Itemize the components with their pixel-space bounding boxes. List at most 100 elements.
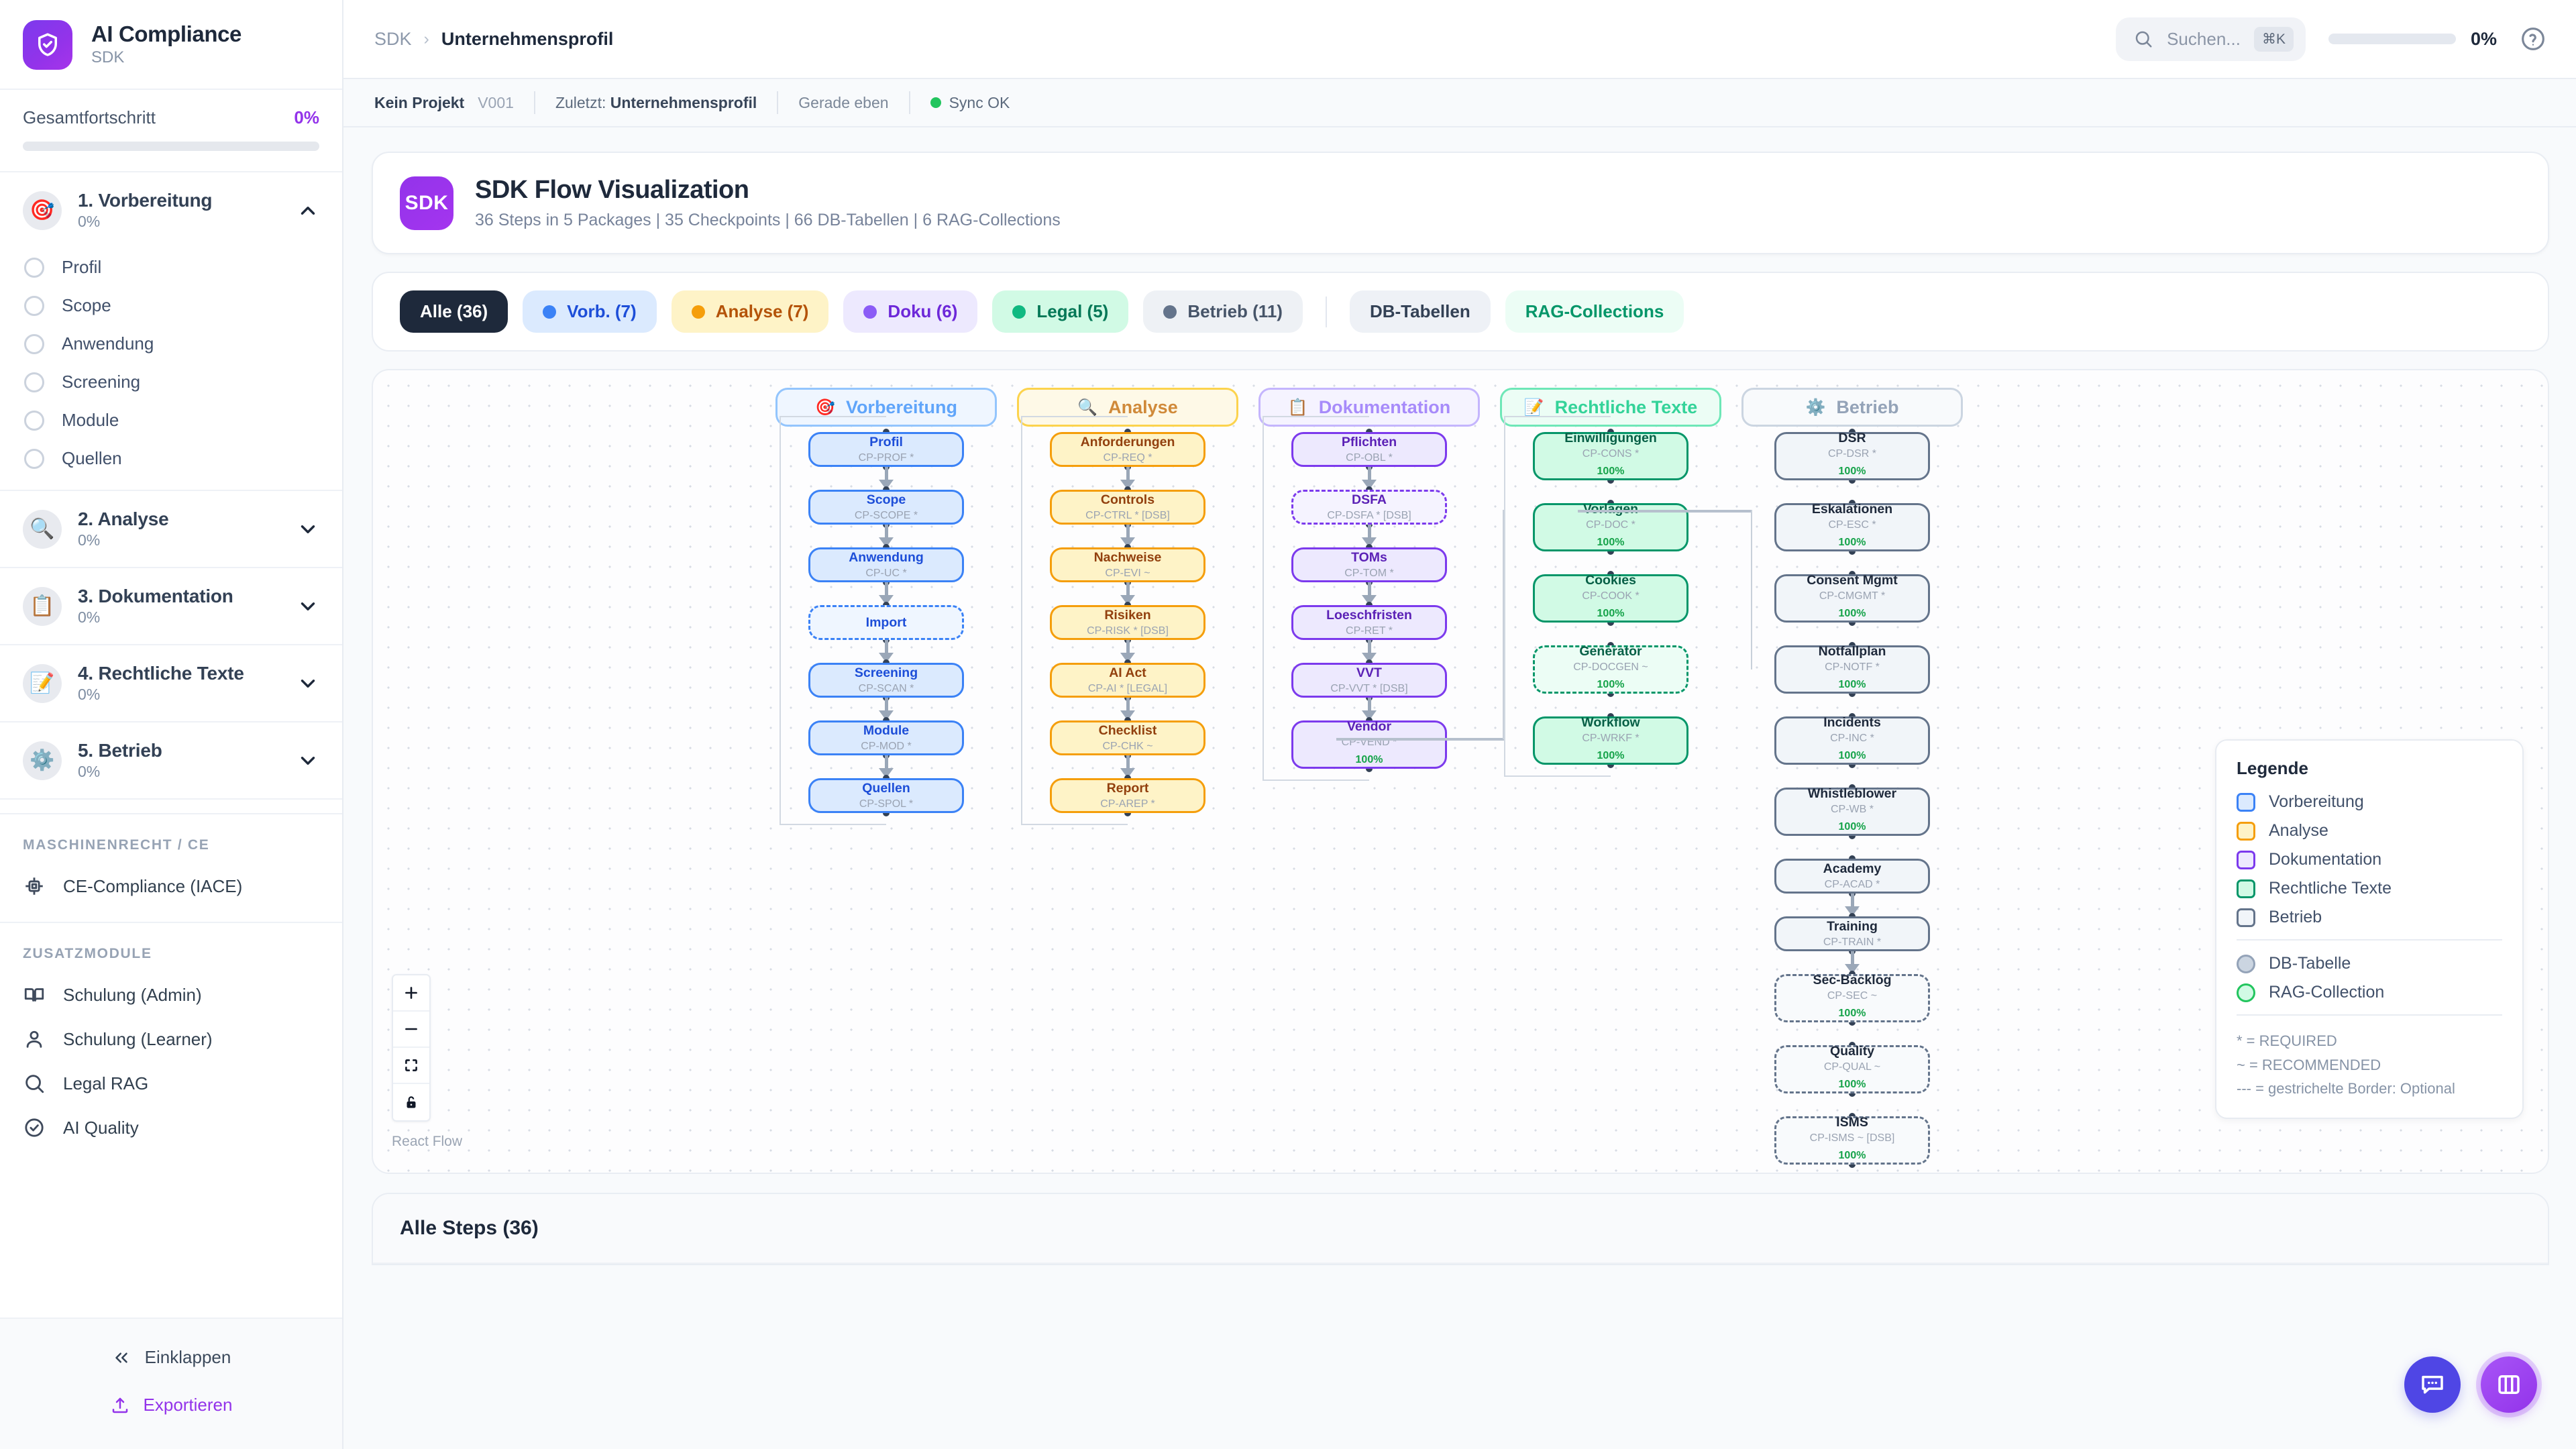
filter-chip-alle-36[interactable]: Alle (36) xyxy=(400,290,508,333)
filter-chip-vorb-7[interactable]: Vorb. (7) xyxy=(523,290,657,333)
collapse-sidebar-button[interactable]: Einklappen xyxy=(0,1334,342,1381)
topbar-progress: 0% xyxy=(2328,29,2497,50)
sidebar-link-ai-quality[interactable]: AI Quality xyxy=(0,1106,342,1150)
flow-edge-arrow xyxy=(1120,710,1135,720)
filter-chip-legal-5[interactable]: Legal (5) xyxy=(992,290,1129,333)
filter-chip-doku-6[interactable]: Doku (6) xyxy=(843,290,978,333)
chat-fab[interactable] xyxy=(2404,1356,2461,1413)
breadcrumb: SDK › Unternehmensprofil xyxy=(374,29,613,50)
flow-node-code: CP-CHK ~ xyxy=(1102,741,1153,753)
sidebar-item-anwendung[interactable]: Anwendung xyxy=(0,325,342,363)
flow-node-name: Checklist xyxy=(1098,722,1157,738)
flow-edge-arrow xyxy=(879,768,894,778)
sync-label: Sync OK xyxy=(949,93,1010,111)
sidebar-item-scope[interactable]: Scope xyxy=(0,286,342,325)
sidebar-link-legal-rag[interactable]: Legal RAG xyxy=(0,1061,342,1106)
flow-edge-arrow xyxy=(879,710,894,720)
flow-node-code: CP-AREP * xyxy=(1100,798,1155,810)
flow-node-code: CP-NOTF * xyxy=(1825,661,1880,674)
chevron-down-icon xyxy=(301,602,315,610)
filter-chip-betrieb-11[interactable]: Betrieb (11) xyxy=(1143,290,1303,333)
step-status-radio[interactable] xyxy=(24,372,44,392)
help-circle-icon[interactable] xyxy=(2520,25,2546,52)
sidebar-item-screening[interactable]: Screening xyxy=(0,363,342,401)
sidebar-brand[interactable]: AI Compliance SDK xyxy=(0,0,342,90)
step-status-radio[interactable] xyxy=(24,333,44,354)
step-status-radio[interactable] xyxy=(24,295,44,316)
flow-node-import[interactable]: Import xyxy=(808,605,964,640)
sidebar-item-quellen[interactable]: Quellen xyxy=(0,439,342,478)
breadcrumb-root[interactable]: SDK xyxy=(374,28,412,49)
sidebar-link-ce-compliance[interactable]: CE-Compliance (IACE) xyxy=(0,864,342,908)
plus-icon xyxy=(405,987,417,999)
react-flow-attribution[interactable]: React Flow xyxy=(392,1134,463,1149)
fit-view-button[interactable] xyxy=(393,1048,429,1084)
flow-node-name: Profil xyxy=(869,434,903,449)
legend-label: DB-Tabelle xyxy=(2269,954,2351,973)
sidebar-item-label: Profil xyxy=(62,257,102,277)
panel-fab[interactable] xyxy=(2481,1356,2537,1413)
sidebar-item-module[interactable]: Module xyxy=(0,401,342,439)
step-status-radio[interactable] xyxy=(24,257,44,278)
export-button[interactable]: Exportieren xyxy=(0,1381,342,1429)
filter-chip-db-tabellen[interactable]: DB-Tabellen xyxy=(1349,290,1491,333)
version-label: V001 xyxy=(478,93,514,111)
flow-node-progress-label: 100% xyxy=(1838,537,1866,549)
columns-icon xyxy=(2498,1375,2520,1394)
phase-name: 4. Rechtliche Texte xyxy=(78,663,244,684)
zoom-out-button[interactable] xyxy=(393,1012,429,1048)
lock-toggle-button[interactable] xyxy=(393,1084,429,1120)
step-status-radio[interactable] xyxy=(24,410,44,431)
filter-chip-analyse-7[interactable]: Analyse (7) xyxy=(671,290,829,333)
step-status-radio[interactable] xyxy=(24,448,44,469)
filter-chip-rag-collections[interactable]: RAG-Collections xyxy=(1505,290,1684,333)
sidebar-link-schulung-learner[interactable]: Schulung (Learner) xyxy=(0,1017,342,1061)
zoom-in-button[interactable] xyxy=(393,975,429,1012)
sidebar-link-schulung-admin[interactable]: Schulung (Admin) xyxy=(0,973,342,1017)
sidebar-item-profil[interactable]: Profil xyxy=(0,248,342,286)
flow-node-code: CP-TOM * xyxy=(1344,568,1394,580)
search-input[interactable]: Suchen... ⌘K xyxy=(2116,17,2306,61)
